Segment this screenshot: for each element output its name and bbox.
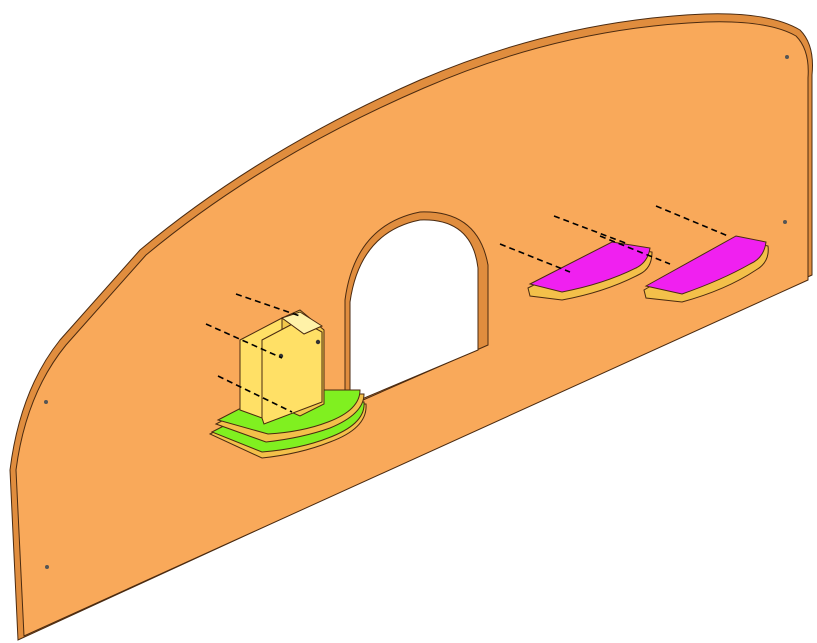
- screw-hole-top-right: [785, 55, 789, 59]
- screw-hole-right: [783, 220, 787, 224]
- bracket-2-top: [644, 235, 767, 295]
- arched-opening: [349, 219, 479, 405]
- dash-line-upright-1: [235, 293, 301, 317]
- dash-line-bracket-1a: [499, 243, 571, 273]
- screw-hole-left-upper: [44, 400, 48, 404]
- bracket-1-top: [528, 241, 651, 293]
- dash-line-upright-3: [217, 375, 293, 413]
- dash-line-bracket-1b: [553, 215, 629, 245]
- assembly-dash-lines: [205, 205, 729, 413]
- screw-hole-left-lower: [45, 565, 49, 569]
- dash-line-bracket-2a: [599, 235, 671, 265]
- upright-screw-2: [315, 339, 321, 345]
- dash-line-bracket-2b: [655, 205, 729, 237]
- dash-line-upright-2: [205, 323, 283, 359]
